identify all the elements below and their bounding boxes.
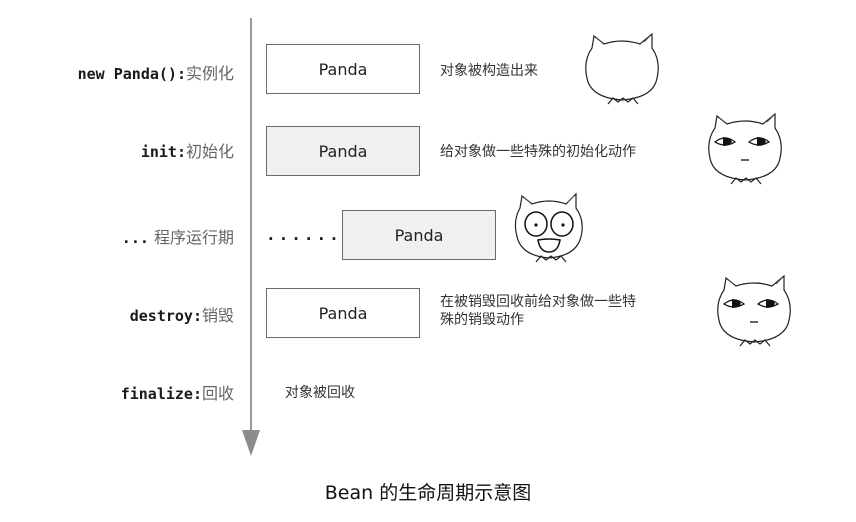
figure-caption: Bean 的生命周期示意图 [324,482,532,504]
note-collected: 对象被回收 [285,385,355,401]
cat-face-happy-icon [514,192,583,263]
panda-object-box-destroying: Panda [266,288,420,338]
stage-code: new Panda(): [77,65,186,83]
stage-code: ... [121,229,149,247]
cat-face-blank-icon [585,32,659,105]
panda-object-box-initialized: Panda [266,126,420,176]
stage-label-instantiate: new Panda():实例化 [78,64,234,84]
stage-desc: 回收 [201,384,234,403]
stage-code: init: [140,143,186,161]
stage-desc: 销毁 [201,306,234,325]
stage-code: destroy: [129,307,202,325]
note-destroy-line1: 在被销毁回收前给对象做一些特 [440,294,636,310]
note-destroy-line2: 殊的销毁动作 [440,312,524,328]
cat-face-sleepy-icon [717,274,791,347]
stage-desc: 程序运行期 [153,228,234,247]
timeline-arrow-down-icon [242,430,260,456]
cat-face-sleepy-icon [708,112,782,185]
stage-label-init: init:初始化 [141,142,234,162]
stage-desc: 初始化 [185,142,234,161]
note-constructed: 对象被构造出来 [440,63,538,79]
stage-desc: 实例化 [185,64,234,83]
stage-label-destroy: destroy:销毁 [130,306,234,326]
stage-label-runtime: ... 程序运行期 [122,228,234,248]
runtime-ellipsis: ...... [266,225,342,244]
panda-object-box-instantiated: Panda [266,44,420,94]
stage-code: finalize: [120,385,202,403]
stage-label-finalize: finalize:回收 [121,384,234,404]
timeline-axis [250,18,252,434]
panda-object-box-running: Panda [342,210,496,260]
note-init-action: 给对象做一些特殊的初始化动作 [440,144,636,160]
